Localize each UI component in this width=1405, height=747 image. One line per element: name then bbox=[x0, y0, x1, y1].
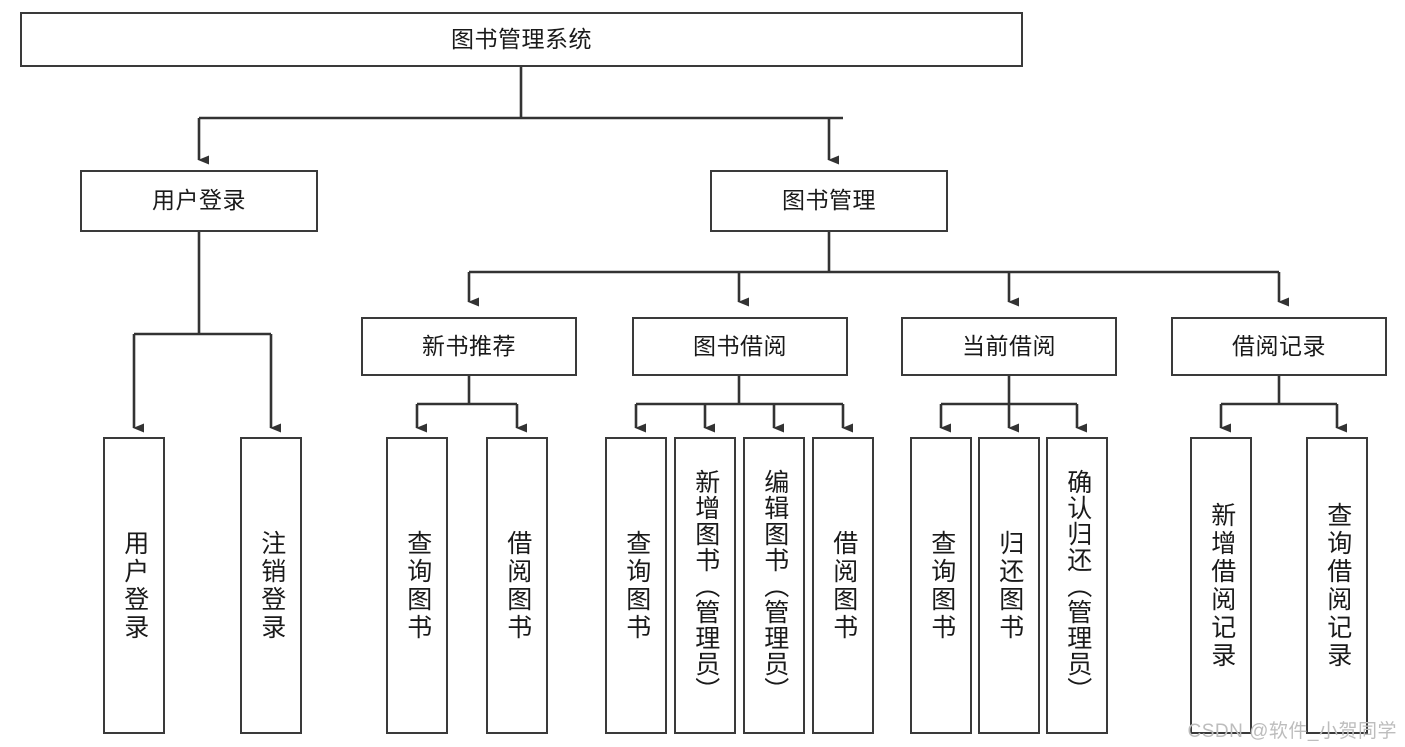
node-label: 归还图书 bbox=[995, 529, 1024, 642]
node-book-management[interactable]: 图书管理 bbox=[710, 170, 948, 232]
node-user-login[interactable]: 用户登录 bbox=[80, 170, 318, 232]
leaf-query-book-borrow[interactable]: 查询图书 bbox=[605, 437, 667, 734]
leaf-borrow-book-recommendation[interactable]: 借阅图书 bbox=[486, 437, 548, 734]
csdn-watermark: CSDN @软件_小贺同学 bbox=[1187, 721, 1397, 742]
node-current-borrow[interactable]: 当前借阅 bbox=[901, 317, 1117, 376]
node-label: 查询图书 bbox=[927, 529, 956, 642]
leaf-add-borrow-record[interactable]: 新增借阅记录 bbox=[1190, 437, 1252, 734]
leaf-user-login[interactable]: 用户登录 bbox=[103, 437, 165, 734]
node-label: 借阅图书 bbox=[829, 529, 858, 642]
leaf-borrow-book[interactable]: 借阅图书 bbox=[812, 437, 874, 734]
node-label: 当前借阅 bbox=[962, 332, 1056, 359]
leaf-edit-book-admin[interactable]: 编辑图书（管理员） bbox=[743, 437, 805, 734]
node-label: 查询图书 bbox=[622, 529, 651, 642]
leaf-user-logout[interactable]: 注销登录 bbox=[240, 437, 302, 734]
leaf-query-borrow-record[interactable]: 查询借阅记录 bbox=[1306, 437, 1368, 734]
node-label: 图书管理 bbox=[782, 187, 876, 214]
leaf-query-book-current[interactable]: 查询图书 bbox=[910, 437, 972, 734]
leaf-add-book-admin[interactable]: 新增图书（管理员） bbox=[674, 437, 736, 734]
node-book-borrow[interactable]: 图书借阅 bbox=[632, 317, 848, 376]
node-borrow-record[interactable]: 借阅记录 bbox=[1171, 317, 1387, 376]
leaf-confirm-return-admin[interactable]: 确认归还（管理员） bbox=[1046, 437, 1108, 734]
node-label: 注销登录 bbox=[257, 529, 286, 642]
node-label: 查询借阅记录 bbox=[1323, 501, 1352, 670]
node-label: 新增借阅记录 bbox=[1207, 501, 1236, 670]
node-label: 新增图书（管理员） bbox=[691, 468, 720, 703]
node-label: 用户登录 bbox=[120, 529, 149, 642]
node-label: 用户登录 bbox=[152, 187, 246, 214]
leaf-query-book-recommendation[interactable]: 查询图书 bbox=[386, 437, 448, 734]
node-label: 借阅图书 bbox=[503, 529, 532, 642]
node-label: 查询图书 bbox=[403, 529, 432, 642]
node-label: 确认归还（管理员） bbox=[1063, 468, 1092, 703]
node-root-book-management-system[interactable]: 图书管理系统 bbox=[20, 12, 1023, 67]
node-label: 编辑图书（管理员） bbox=[760, 468, 789, 703]
node-label: 图书借阅 bbox=[693, 332, 787, 359]
node-label: 图书管理系统 bbox=[451, 25, 592, 52]
node-new-book-recommendation[interactable]: 新书推荐 bbox=[361, 317, 577, 376]
node-label: 新书推荐 bbox=[422, 332, 516, 359]
leaf-return-book[interactable]: 归还图书 bbox=[978, 437, 1040, 734]
node-label: 借阅记录 bbox=[1232, 332, 1326, 359]
